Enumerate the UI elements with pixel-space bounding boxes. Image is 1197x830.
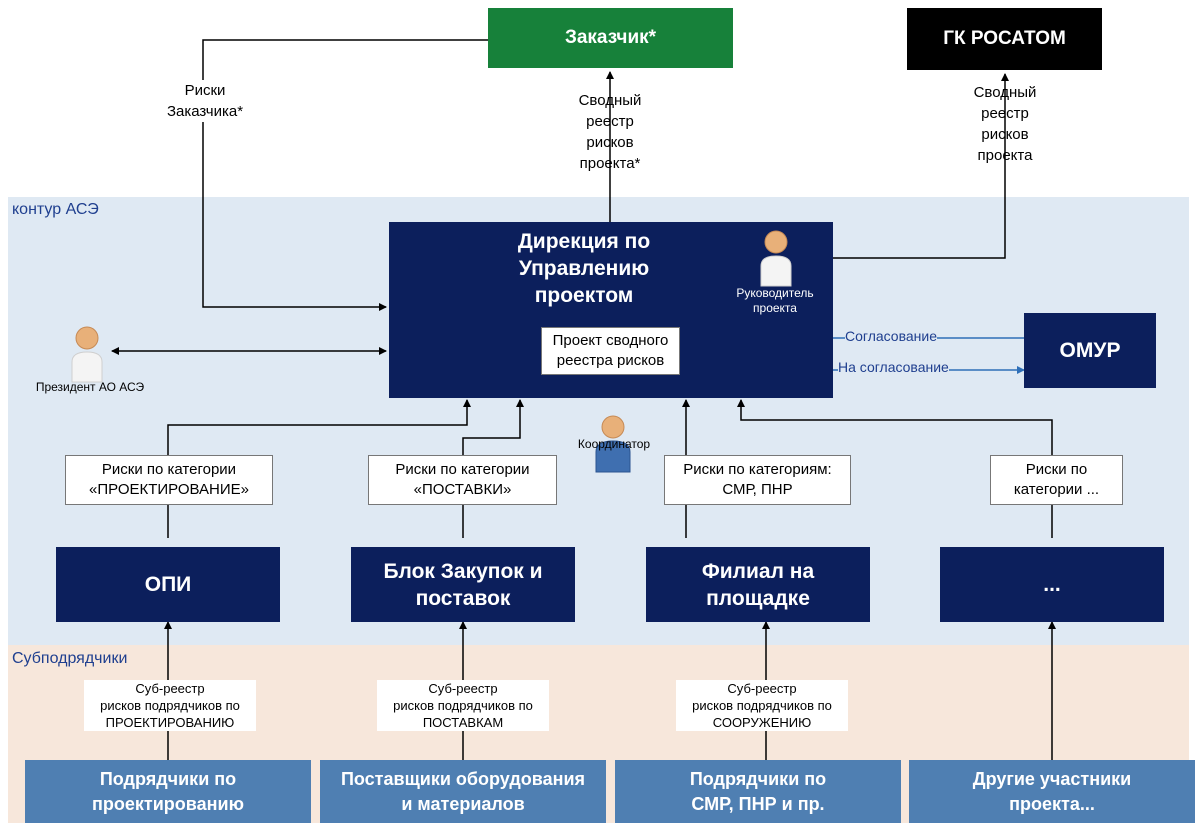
- subregister-supply-label: Суб-реестр рисков подрядчиков по ПОСТАВК…: [377, 680, 549, 731]
- category-construction-box: Риски по категориям:СМР, ПНР: [664, 455, 851, 505]
- subregister-design-label: Суб-реестр рисков подрядчиков по ПРОЕКТИ…: [84, 680, 256, 731]
- customer-risks-label: Риски Заказчика*: [160, 80, 250, 122]
- president-label: Президент АО АСЭ: [35, 380, 145, 394]
- subregister-construction-label: Суб-реестр рисков подрядчиков по СООРУЖЕ…: [676, 680, 848, 731]
- category-supply-box: Риски по категории«ПОСТАВКИ»: [368, 455, 557, 505]
- coordinator-label: Координатор: [577, 437, 651, 451]
- to-approval-label: На согласование: [838, 357, 949, 378]
- unit-opi-box: ОПИ: [56, 547, 280, 622]
- draft-register-box: Проект сводного реестра рисков: [541, 327, 680, 375]
- manager-label: Руководитель проекта: [736, 286, 814, 315]
- customer-box: Заказчик*: [488, 8, 733, 68]
- zone-ase-title: контур АСЭ: [12, 201, 99, 218]
- omur-box: ОМУР: [1024, 313, 1156, 388]
- person-icon: [760, 230, 792, 287]
- summary-register-rosatom-label: Сводный реестр рисков проекта: [973, 84, 1037, 164]
- approval-label: Согласование: [845, 326, 937, 347]
- unit-other-box: ...: [940, 547, 1164, 622]
- rosatom-box: ГК РОСАТОМ: [907, 8, 1102, 70]
- person-icon: [595, 415, 631, 473]
- category-design-box: Риски по категории«ПРОЕКТИРОВАНИЕ»: [65, 455, 273, 505]
- summary-register-customer-label: Сводный реестр рисков проекта*: [578, 92, 642, 172]
- zone-sub-title: Субподрядчики: [12, 650, 128, 667]
- person-icon: [71, 326, 103, 383]
- directorate-title: Дирекция по Управлению проектом: [517, 230, 651, 307]
